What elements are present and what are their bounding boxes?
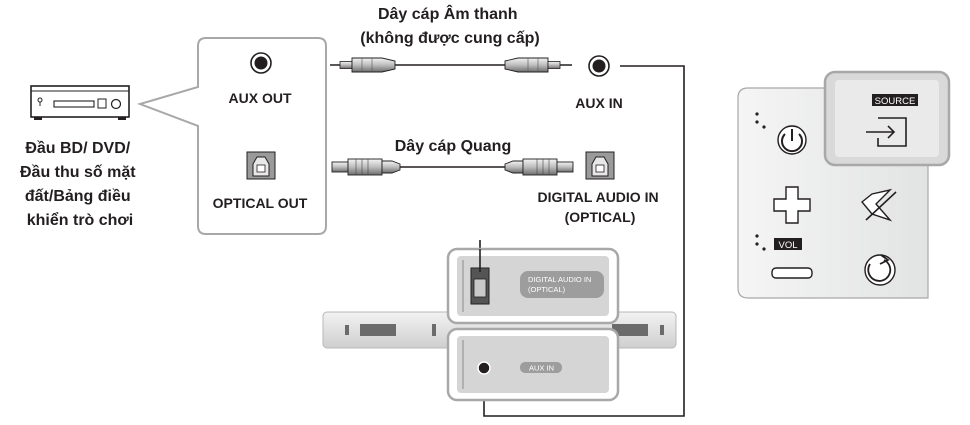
svg-text:(OPTICAL): (OPTICAL) <box>528 285 566 294</box>
svg-text:DIGITAL AUDIO IN: DIGITAL AUDIO IN <box>528 275 591 284</box>
source-label: SOURCE <box>875 96 916 107</box>
soundbar-aux-panel: AUX IN <box>446 327 620 402</box>
vol-label: VOL <box>778 240 797 251</box>
soundbar-digital-panel: DIGITAL AUDIO IN (OPTICAL) <box>446 247 620 325</box>
repeat-icon <box>864 254 896 286</box>
volume-up-icon <box>773 186 811 224</box>
aux-out-label: AUX OUT <box>229 90 292 106</box>
optical-out-port-icon <box>246 151 276 180</box>
aux-in-label: AUX IN <box>575 95 622 111</box>
audio-cable-title: Dây cáp Âm thanh (không được cung cấp) <box>360 4 539 47</box>
aux-in-jack-icon <box>588 55 610 77</box>
source-device-label: Đầu BD/ DVD/ Đầu thu số mặt đất/Bảng điề… <box>20 140 140 229</box>
optical-out-label: OPTICAL OUT <box>213 195 308 211</box>
bd-player-icon <box>30 85 130 120</box>
power-icon <box>777 125 807 155</box>
svg-text:AUX IN: AUX IN <box>529 364 554 373</box>
volume-down-icon <box>771 267 813 279</box>
digital-in-port-icon <box>585 151 615 180</box>
aux-out-jack-icon <box>250 52 272 74</box>
source-outputs-callout <box>136 37 327 235</box>
source-icon[interactable] <box>866 117 907 147</box>
audio-cable <box>330 57 572 73</box>
optical-cable <box>331 158 574 176</box>
digital-in-label: DIGITAL AUDIO IN (OPTICAL) <box>538 189 663 225</box>
remote-control: VOL SOURCE <box>737 70 951 299</box>
mute-icon <box>861 188 897 222</box>
optical-cable-title: Dây cáp Quang <box>395 138 511 155</box>
aux-routing-line <box>483 65 685 417</box>
